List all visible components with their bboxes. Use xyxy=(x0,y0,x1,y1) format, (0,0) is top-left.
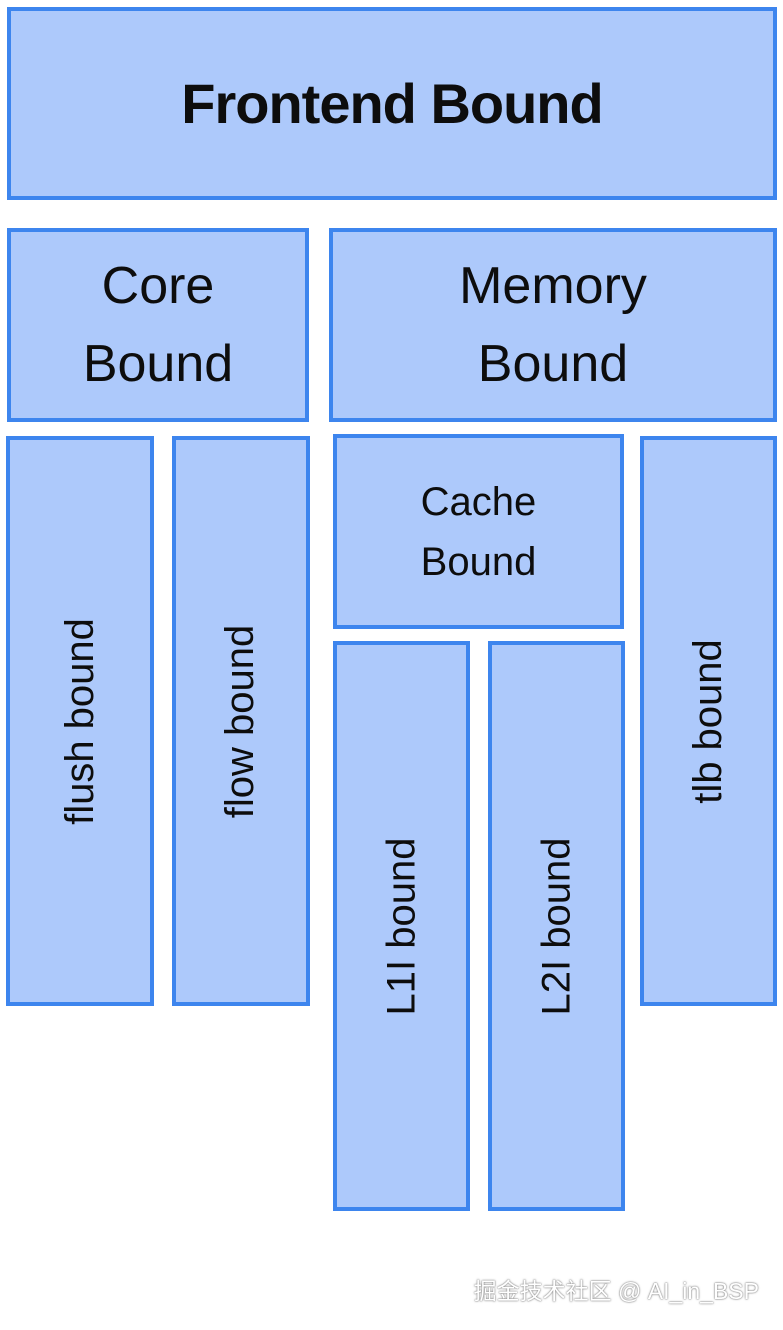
l2i-bound-label: L2I bound xyxy=(534,837,579,1015)
core-bound-label: Core Bound xyxy=(82,257,234,393)
tlb-bound-label: tlb bound xyxy=(686,638,730,804)
watermark: 掘金技术社区 @ AI_in_BSP xyxy=(473,1278,759,1304)
tlb-bound-box: tlb bound xyxy=(640,436,777,1006)
l1i-bound-label: L1I bound xyxy=(379,837,424,1015)
l2i-bound-box: L2I bound xyxy=(488,641,625,1211)
core-bound-box: Core Bound xyxy=(7,228,309,422)
memory-bound-label: Memory Bound xyxy=(459,257,647,393)
cache-bound-box: Cache Bound xyxy=(333,434,624,629)
memory-bound-box: Memory Bound xyxy=(329,228,777,422)
flush-bound-label: flush bound xyxy=(57,617,102,825)
frontend-bound-label: Frontend Bound xyxy=(181,72,603,135)
flow-bound-label: flow bound xyxy=(218,624,263,818)
frontend-bound-box: Frontend Bound xyxy=(7,7,777,200)
l1i-bound-box: L1I bound xyxy=(333,641,470,1211)
flush-bound-box: flush bound xyxy=(6,436,154,1006)
flow-bound-box: flow bound xyxy=(172,436,310,1006)
cache-bound-label: Cache Bound xyxy=(420,479,537,584)
